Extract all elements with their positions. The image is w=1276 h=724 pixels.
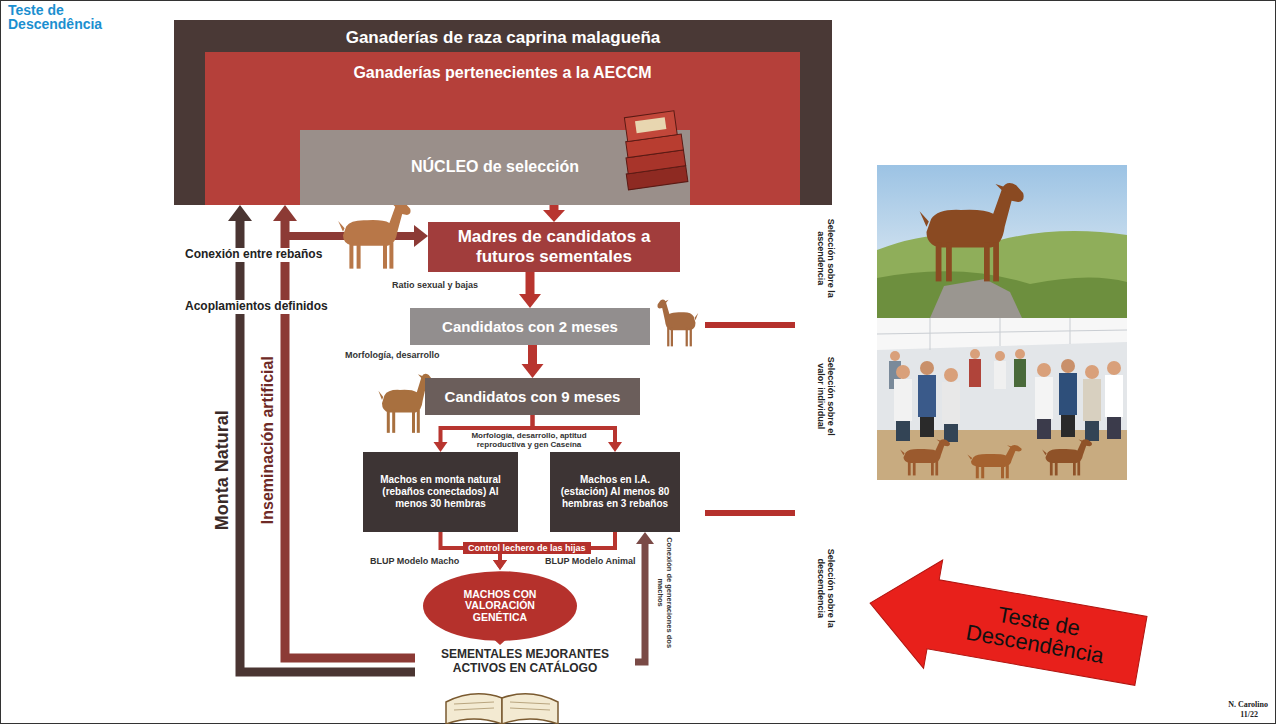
connector-line bbox=[240, 218, 415, 672]
process-box: Machos en I.A. (estación) Al menos 80 he… bbox=[550, 452, 680, 532]
node-text: Candidatos con 9 meses bbox=[445, 388, 621, 405]
process-box: Candidatos con 9 meses bbox=[425, 378, 640, 415]
arrow-head bbox=[519, 294, 541, 308]
flow-note: Conexión entre rebaños bbox=[183, 248, 324, 262]
arrow-head bbox=[493, 560, 507, 570]
stage-label: Selección sobre el valor individual bbox=[816, 346, 837, 446]
callout-arrow: Teste de Descendência bbox=[861, 549, 1151, 705]
outer-band: Ganaderías de raza caprina malagueñaGana… bbox=[174, 20, 832, 205]
arrow-head bbox=[493, 560, 507, 570]
arrow-head bbox=[636, 532, 654, 544]
node-text: Machos en monta natural (rebaños conecta… bbox=[380, 474, 502, 510]
slide-title: Teste de Descendência bbox=[8, 3, 120, 31]
vertical-label: Inseminación artificial bbox=[259, 356, 277, 524]
goat-figure bbox=[338, 202, 698, 433]
photo-goat-show bbox=[877, 318, 1127, 480]
connector-line bbox=[528, 345, 537, 367]
node-text: Ganaderías de raza caprina malagueña bbox=[346, 28, 661, 48]
connector bbox=[228, 205, 415, 672]
node-text: NÚCLEO de selección bbox=[411, 158, 579, 176]
connector-line bbox=[526, 272, 535, 297]
arrow-head bbox=[543, 210, 565, 222]
flow-note: Ratio sexual y bajas bbox=[392, 280, 478, 290]
book-stack bbox=[618, 110, 690, 202]
stage-label: Selección sobre la ascendencia bbox=[816, 208, 837, 308]
arrow-head bbox=[434, 442, 448, 452]
criteria-note: Morfología, desarrollo, aptitud reproduc… bbox=[455, 432, 603, 450]
vertical-label: Monta Natural bbox=[212, 410, 233, 530]
stage-label: Selección sobre la descendencia bbox=[816, 538, 837, 638]
node-text: Candidatos con 2 meses bbox=[442, 318, 618, 335]
edge-bar-label: Control lechero de las hijas bbox=[463, 542, 591, 554]
process-box: Machos en monta natural (rebaños conecta… bbox=[363, 452, 518, 532]
node-text: SEMENTALES MEJORANTES ACTIVOS EN CATÁLOG… bbox=[425, 648, 625, 676]
footer-text: 11/22 bbox=[1240, 710, 1258, 719]
bracket-line bbox=[705, 325, 795, 513]
arrow-head bbox=[522, 364, 544, 378]
connector bbox=[519, 272, 541, 308]
arrow-fill bbox=[861, 549, 1151, 705]
nucleus-band: NÚCLEO de selección bbox=[300, 130, 690, 205]
connector bbox=[522, 345, 544, 378]
flow-note: Morfología, desarrollo bbox=[345, 350, 440, 360]
footer-text: N. Carolino bbox=[1228, 700, 1268, 709]
arrow-head bbox=[228, 205, 252, 221]
catalog-text-box: SEMENTALES MEJORANTES ACTIVOS EN CATÁLOG… bbox=[415, 645, 635, 679]
vertical-label: Conexión de generaciones dos machos bbox=[655, 535, 672, 650]
method-note: BLUP Modelo Animal bbox=[545, 556, 636, 566]
method-note: BLUP Modelo Macho bbox=[370, 556, 459, 566]
arrow-head bbox=[414, 225, 428, 247]
member-band: Ganaderías pertenecientes a la AECCM NÚCL… bbox=[205, 52, 800, 205]
connector bbox=[635, 532, 654, 662]
photo-goat-on-hill bbox=[877, 165, 1127, 318]
ellipse-fill bbox=[423, 571, 577, 641]
open-book bbox=[446, 694, 558, 724]
connector-line bbox=[635, 542, 645, 662]
node-text: MACHOS CON VALORACIÓN GENÉTICA bbox=[446, 589, 554, 624]
arrow-head bbox=[273, 205, 297, 221]
arrow-head bbox=[608, 442, 622, 452]
result-ellipse: MACHOS CON VALORACIÓN GENÉTICA bbox=[422, 570, 578, 642]
connector bbox=[543, 205, 565, 222]
process-box: Madres de candidatos a futuros sementale… bbox=[428, 222, 680, 272]
process-box: Candidatos con 2 meses bbox=[410, 308, 650, 345]
node-text: Ganaderías pertenecientes a la AECCM bbox=[353, 64, 651, 82]
flow-note: Acoplamientos definidos bbox=[183, 300, 330, 314]
node-text: Madres de candidatos a futuros sementale… bbox=[438, 227, 670, 266]
node-text: Machos en I.A. (estación) Al menos 80 he… bbox=[559, 474, 671, 510]
